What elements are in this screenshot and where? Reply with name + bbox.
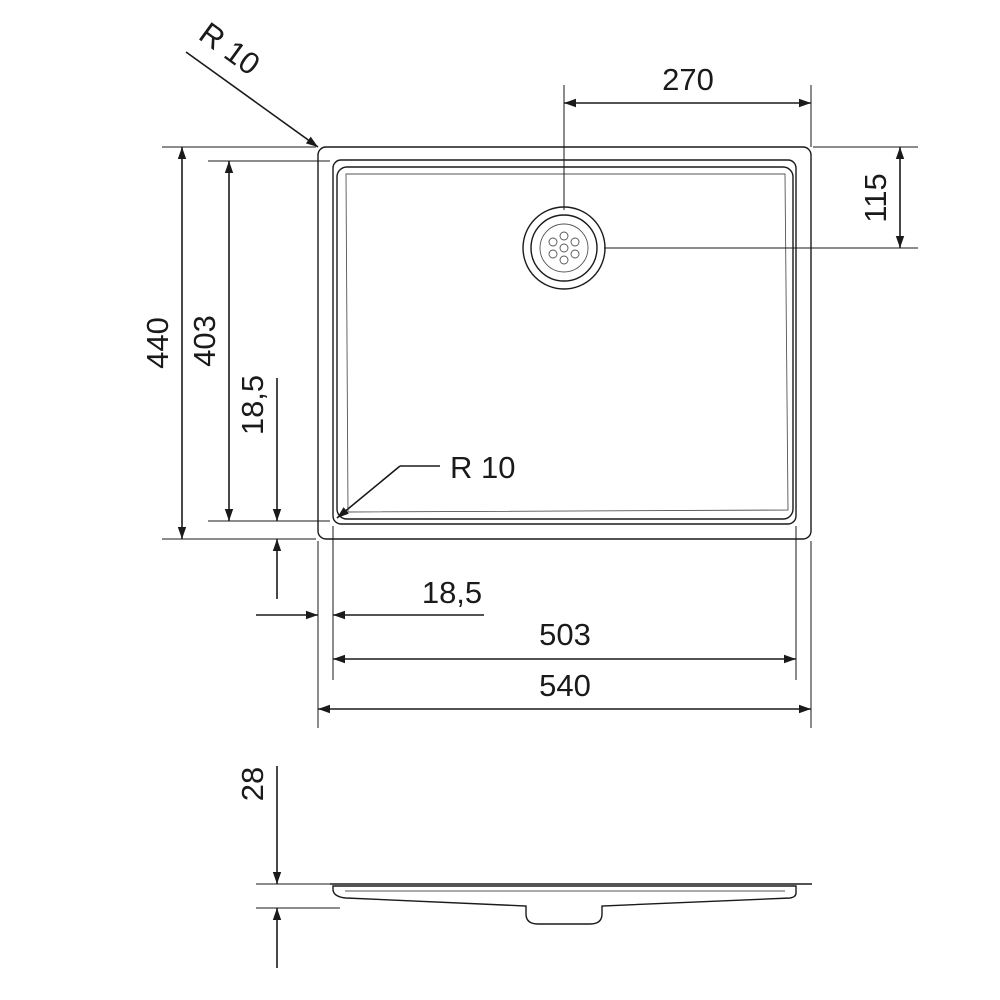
dim-drain-offset-y: 115 <box>604 146 918 249</box>
dim-flange-vertical: 18,5 <box>235 375 282 599</box>
sink-bowl-bottom-edge <box>345 173 789 513</box>
dim-flange-horizontal-label: 18,5 <box>422 575 482 610</box>
dim-inner-height: 403 <box>187 160 330 522</box>
dim-drain-offset-x-label: 270 <box>662 62 714 97</box>
dim-outer-height: 440 <box>140 146 316 540</box>
dim-inner-width: 503 <box>333 526 797 680</box>
sink-bowl-outline <box>336 166 794 520</box>
dim-drain-offset-x: 270 <box>563 62 812 210</box>
dim-outer-width: 540 <box>318 541 812 728</box>
dim-drain-offset-y-label: 115 <box>858 173 893 222</box>
dim-depth: 28 <box>235 766 340 968</box>
radius-inner-callout: R 10 <box>336 450 515 519</box>
sink-side-view <box>330 883 812 925</box>
dim-flange-horizontal: 18,5 <box>256 526 484 728</box>
radius-outer-label: R 10 <box>193 15 267 82</box>
radius-inner-label: R 10 <box>450 450 515 485</box>
dim-inner-height-label: 403 <box>187 315 222 367</box>
dim-depth-label: 28 <box>235 767 270 801</box>
radius-outer-callout: R 10 <box>185 15 319 148</box>
dim-flange-vertical-label: 18,5 <box>235 375 270 435</box>
dim-inner-width-label: 503 <box>539 617 591 652</box>
drain-icon <box>522 206 606 290</box>
dim-outer-height-label: 440 <box>140 317 175 369</box>
dim-outer-width-label: 540 <box>539 668 591 703</box>
